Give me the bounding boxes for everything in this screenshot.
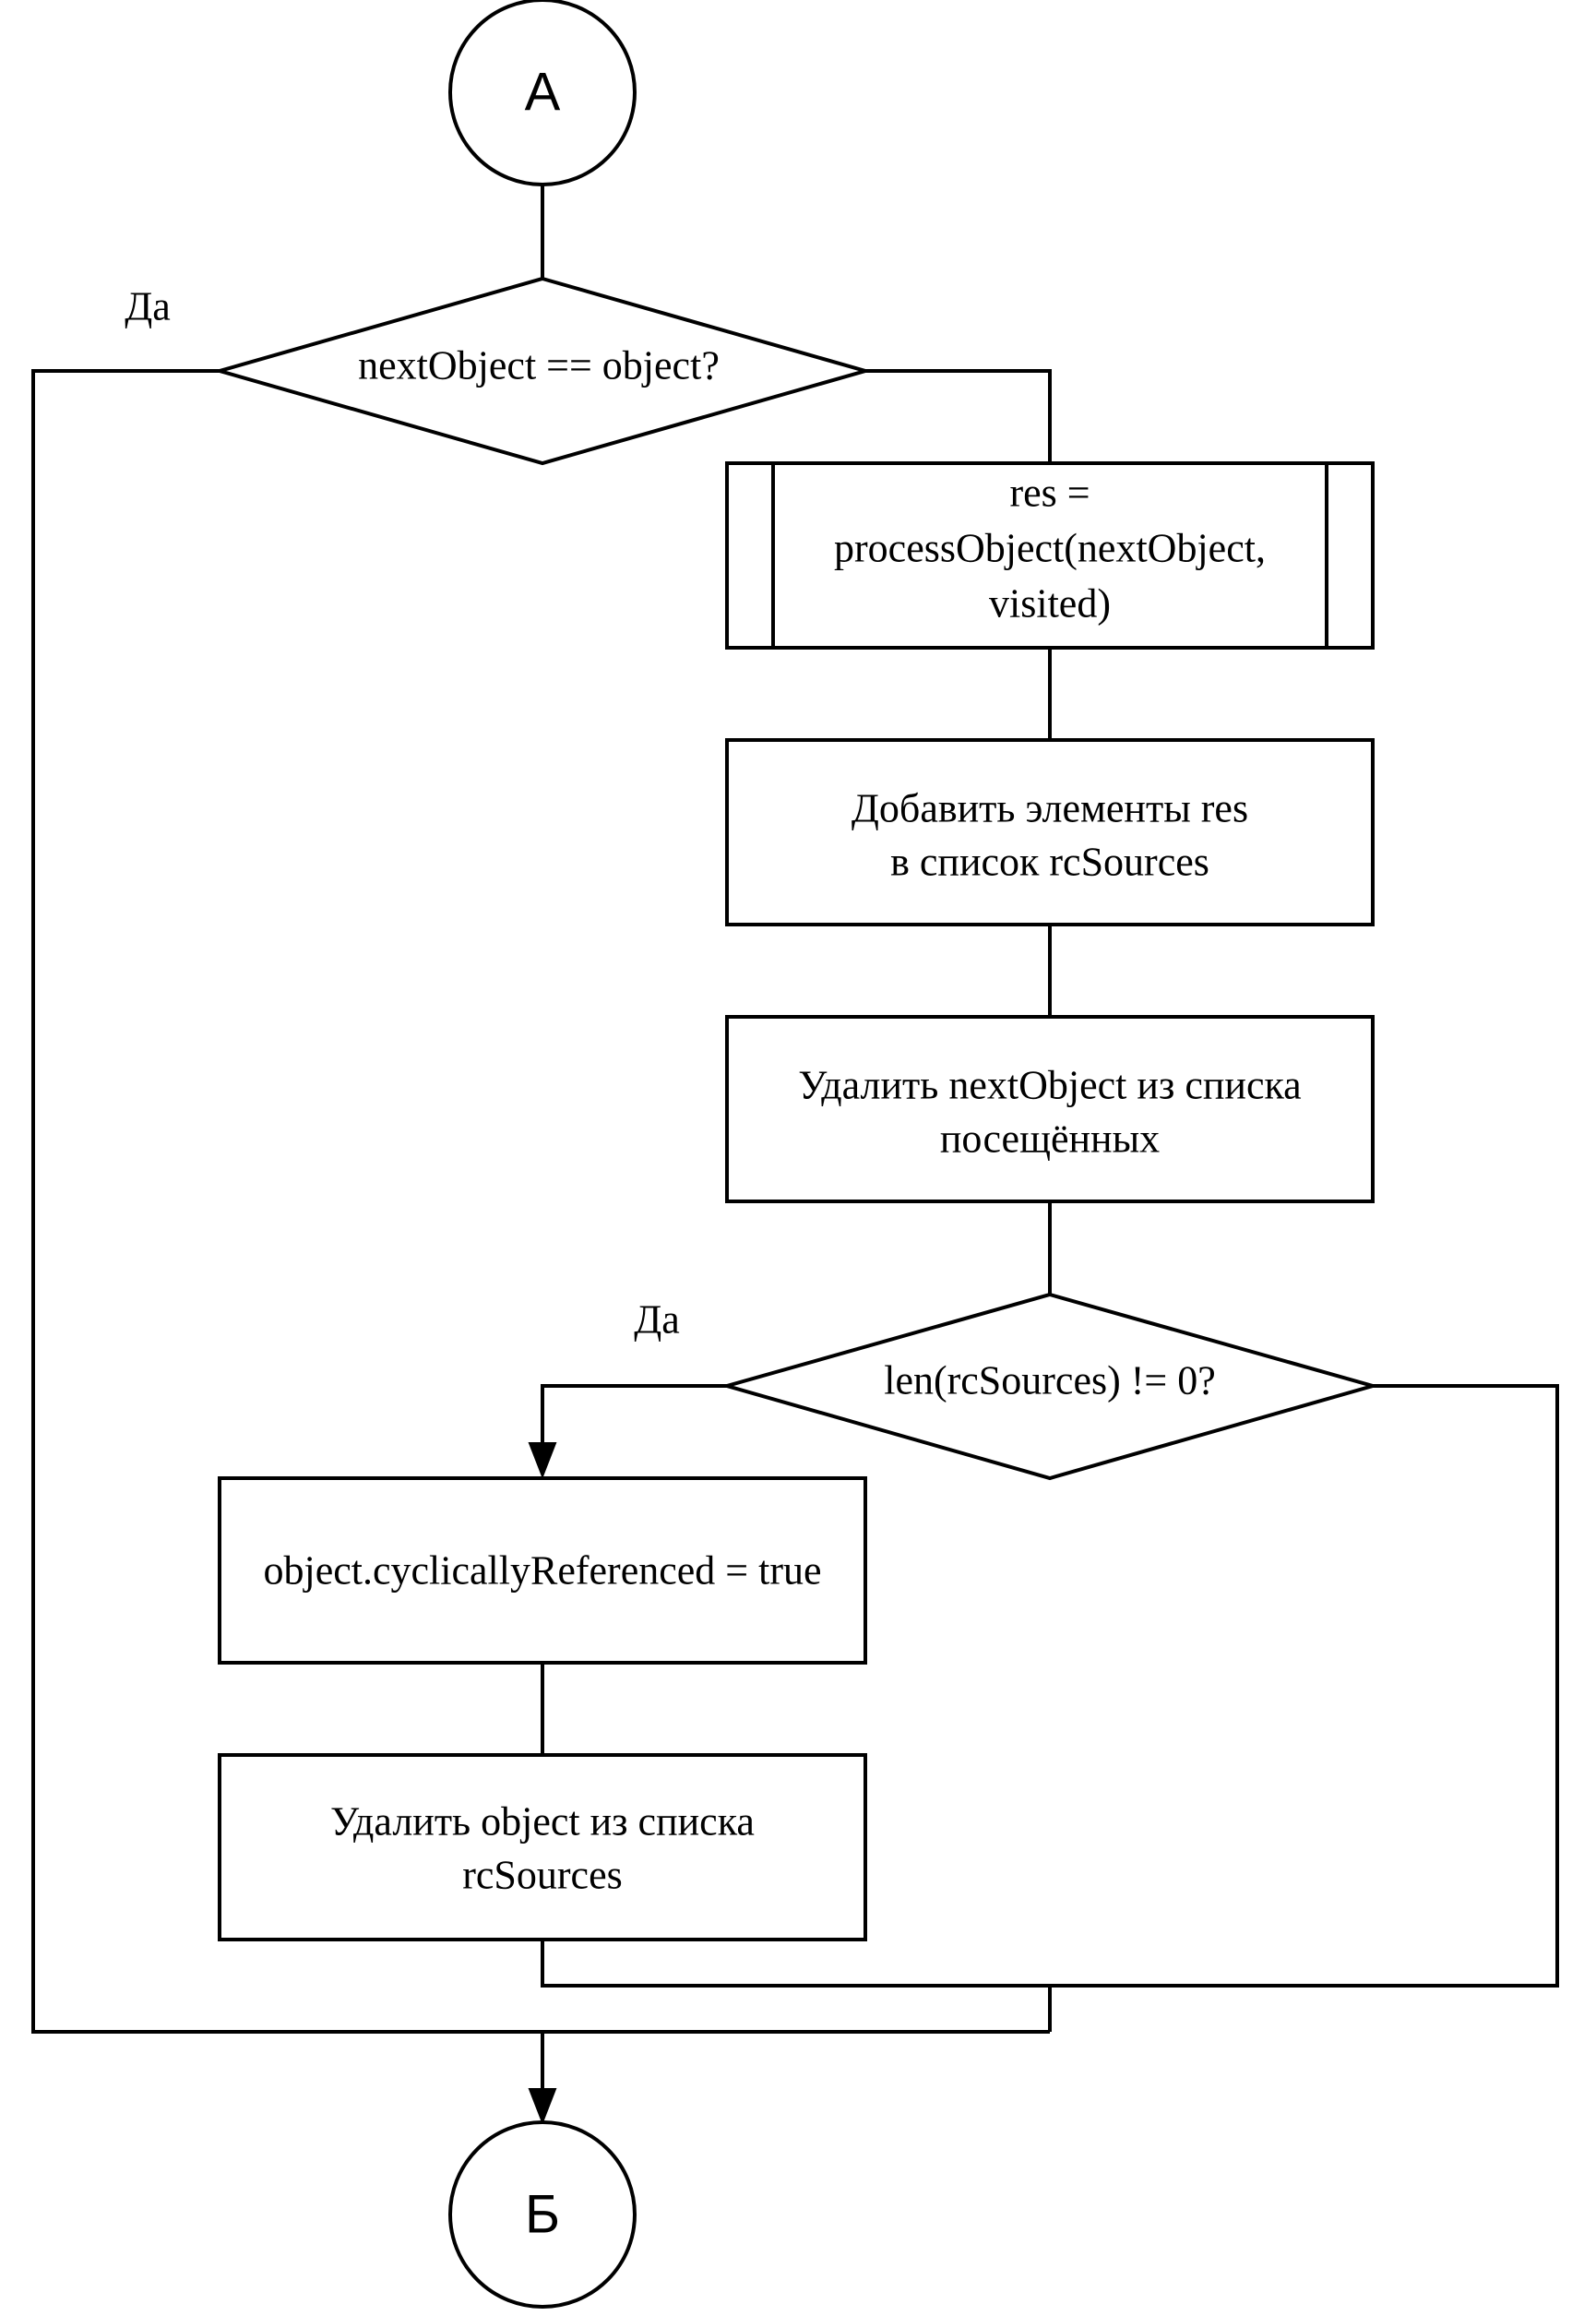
process-add-res: Добавить элементы res в список rcSources [725, 738, 1375, 926]
yes-label-mid: Да [634, 1297, 680, 1343]
process-set-flag-line-1: object.cyclicallyReferenced = true [263, 1548, 821, 1594]
process-call-process-object: res = processObject(nextObject, visited) [725, 461, 1375, 650]
start-connector-label: А [525, 63, 561, 123]
process-set-flag: object.cyclicallyReferenced = true [218, 1476, 867, 1665]
process-call-line-1: res = [1009, 471, 1090, 516]
end-connector: Б [448, 2120, 637, 2309]
yes-label-top: Да [125, 284, 171, 329]
decision-has-sources-label: len(rcSources) != 0? [884, 1358, 1216, 1403]
edge-decision2-yes-left [541, 1384, 727, 1444]
decision-has-sources: len(rcSources) != 0? [720, 1292, 1380, 1481]
process-remove-visited-line-2: посещённых [940, 1116, 1160, 1162]
process-call-line-2: processObject(nextObject, [834, 526, 1266, 571]
edge-decision2-no-right [541, 1384, 1559, 1988]
start-connector: А [448, 0, 637, 186]
process-remove-object-line-2: rcSources [462, 1853, 623, 1898]
process-call-line-3: visited) [989, 581, 1111, 627]
decision-same-object-label: nextObject == object? [358, 343, 720, 388]
decision-same-object: nextObject == object? [212, 276, 873, 466]
edge-decision1-no-right [865, 369, 1052, 463]
process-add-line-2: в список rcSources [890, 840, 1209, 885]
arrowhead-to-set-flag [528, 1442, 557, 1479]
process-remove-object: Удалить object из списка rcSources [218, 1753, 867, 1941]
process-remove-object-line-1: Удалить object из списка [330, 1799, 755, 1844]
end-connector-label: Б [525, 2185, 560, 2245]
process-add-line-1: Добавить элементы res [852, 786, 1248, 831]
process-remove-visited: Удалить nextObject из списка посещённых [725, 1015, 1375, 1203]
process-remove-visited-line-1: Удалить nextObject из списка [798, 1063, 1301, 1108]
edges [31, 185, 1559, 2125]
arrowhead-to-end [528, 2088, 557, 2125]
